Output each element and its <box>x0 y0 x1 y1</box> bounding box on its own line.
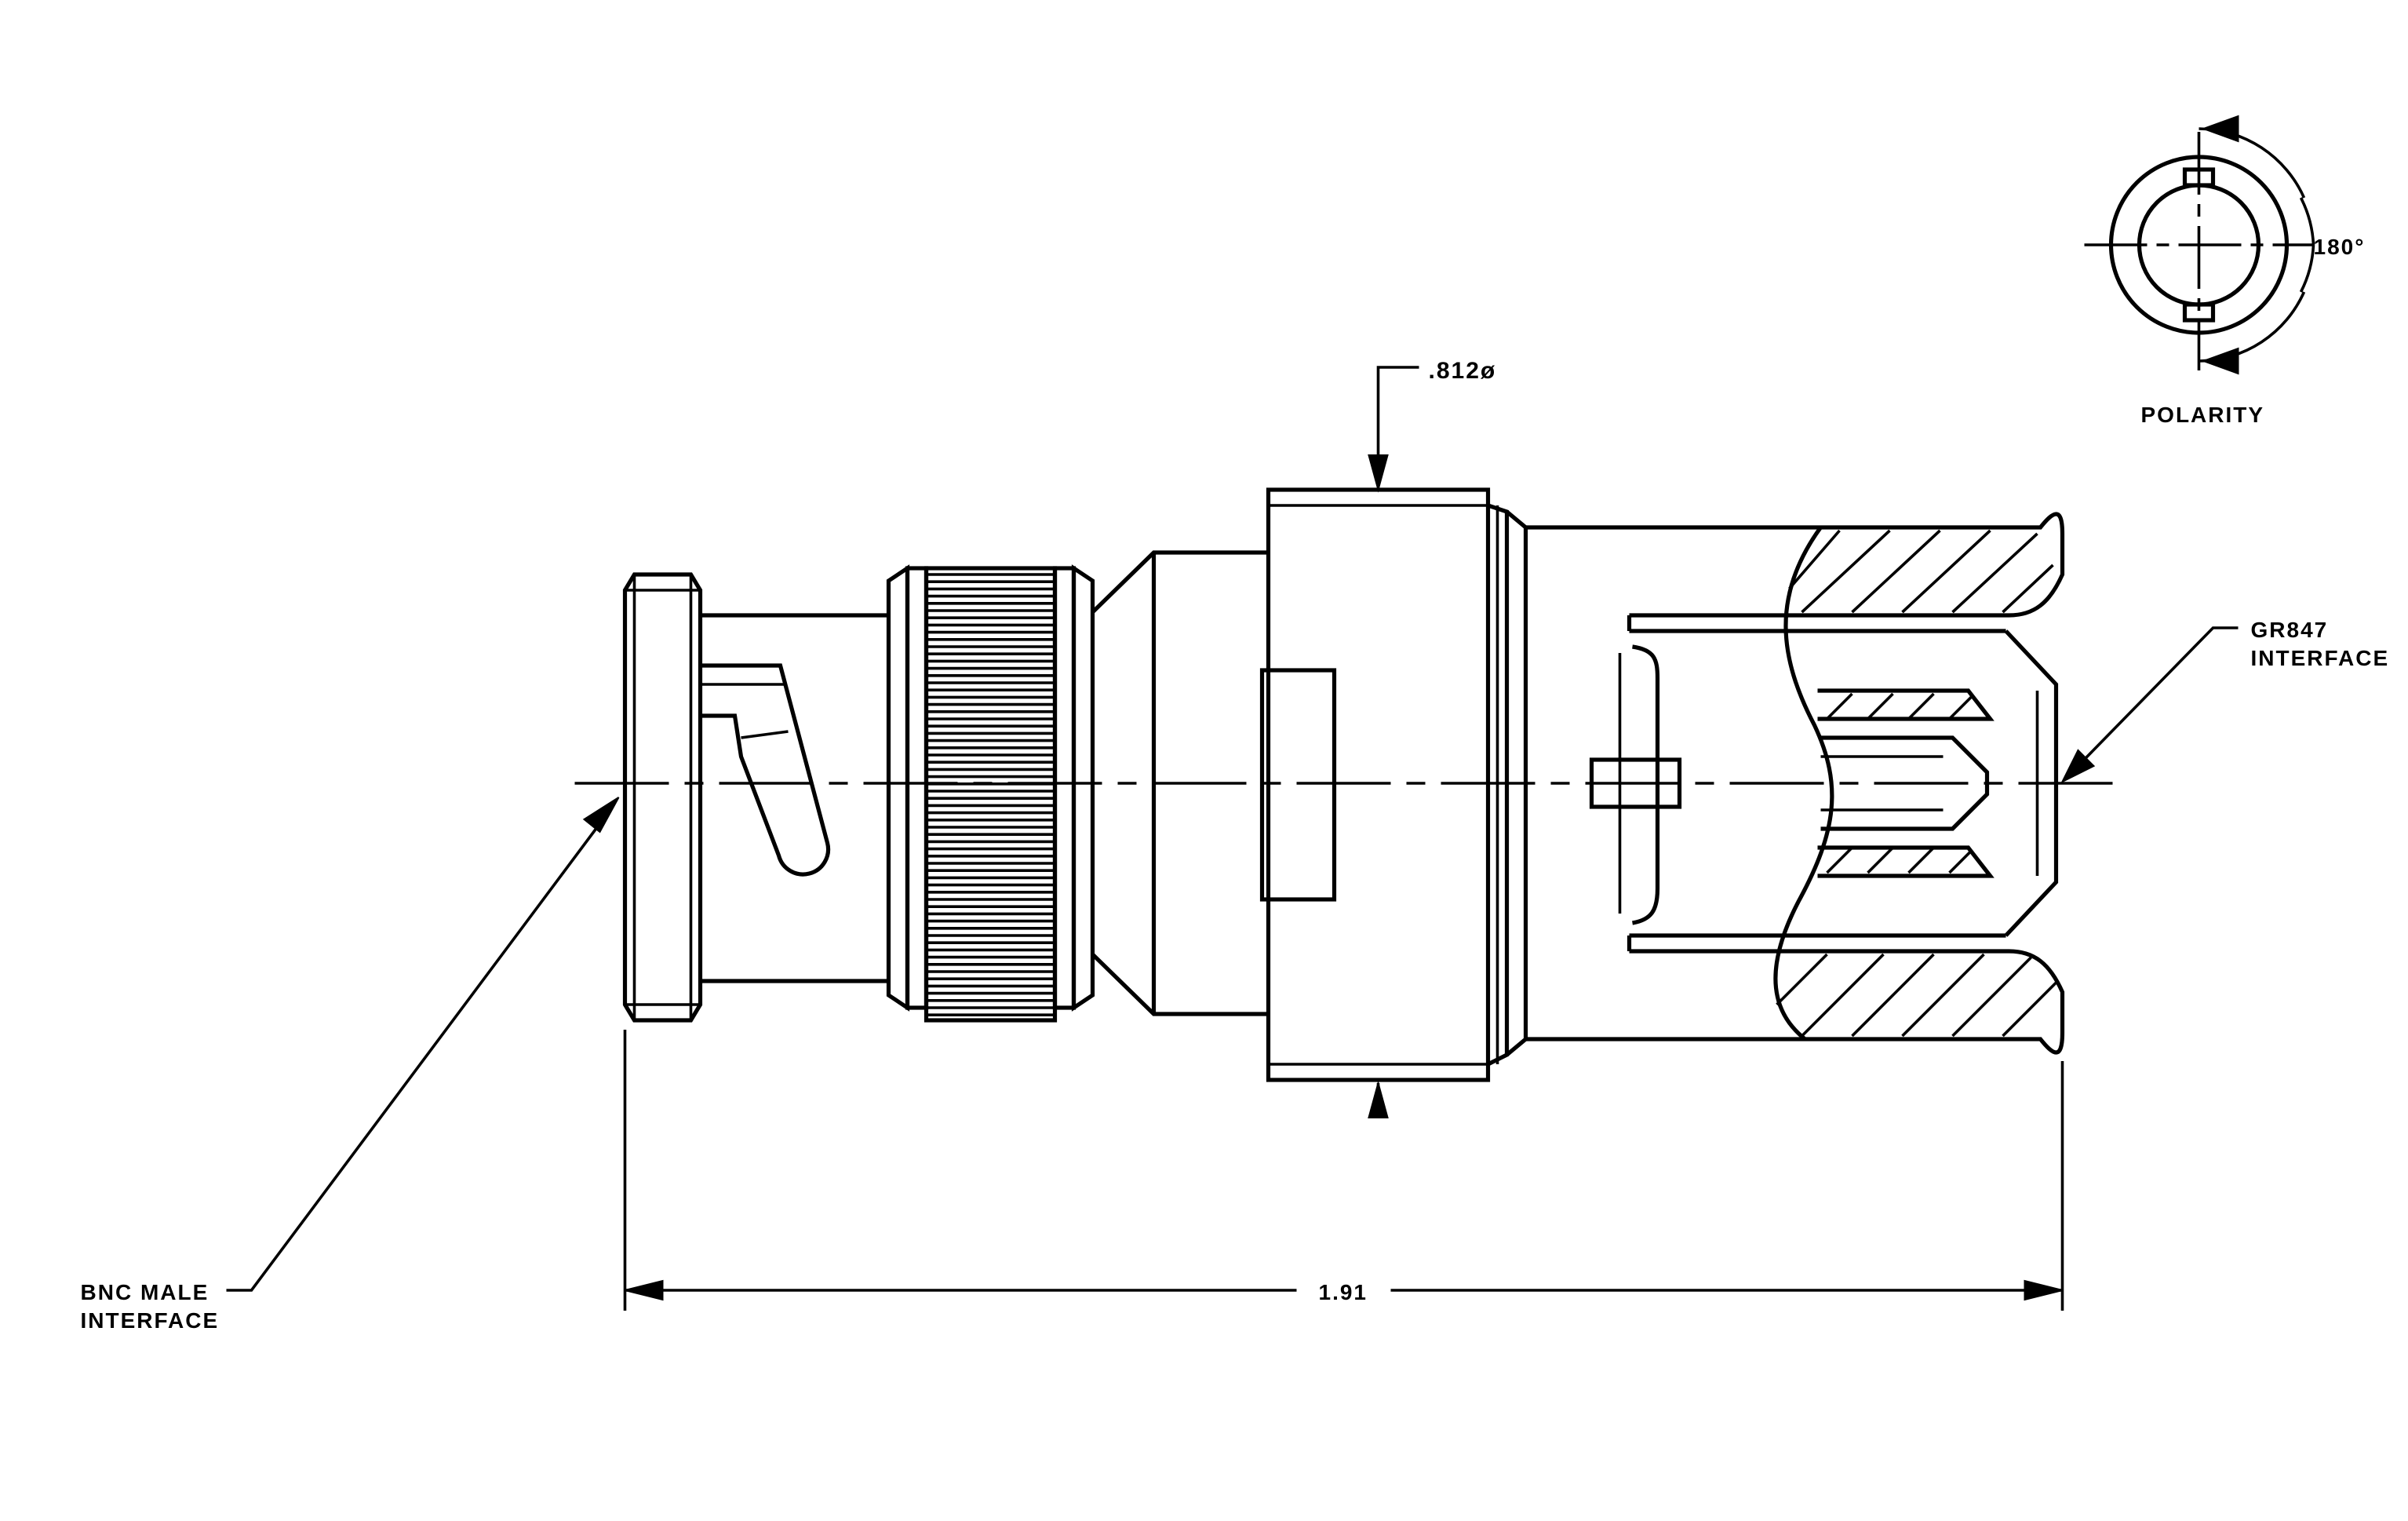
bnc-label-line2: INTERFACE <box>81 1308 220 1333</box>
hex-body <box>1259 487 1528 1082</box>
bnc-body <box>700 613 889 983</box>
gr847-label-line2: INTERFACE <box>2251 646 2390 670</box>
bnc-label-line1: BNC MALE <box>81 1280 209 1304</box>
angle-label: 180° <box>2314 235 2366 259</box>
polarity-view <box>2084 115 2315 375</box>
gr847-body <box>1525 512 2065 1055</box>
tapered-body <box>1091 550 1269 1016</box>
polarity-label: POLARITY <box>2141 403 2265 427</box>
length-dimension <box>623 1030 2064 1311</box>
length-label: 1.91 <box>1319 1280 1368 1304</box>
knurled-nut <box>886 564 1095 1023</box>
gr847-label-line1: GR847 <box>2251 618 2329 642</box>
diameter-label: .812ø <box>1429 358 1497 384</box>
diameter-dimension <box>1368 366 1419 1118</box>
gr847-leader <box>2060 626 2239 784</box>
bnc-leader <box>226 797 620 1292</box>
bnc-flange <box>622 572 703 1023</box>
